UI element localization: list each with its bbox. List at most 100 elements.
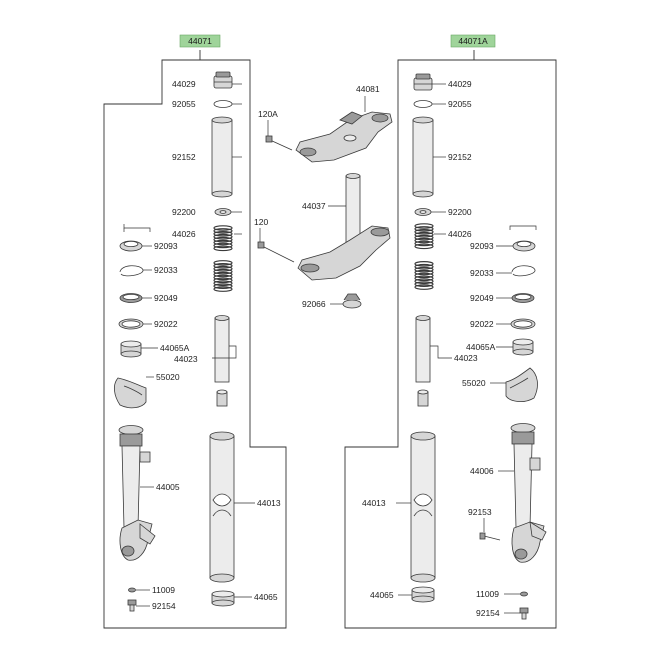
left-leaders bbox=[136, 83, 255, 607]
right-spring-part[interactable] bbox=[414, 223, 434, 290]
spring-coil bbox=[414, 226, 434, 232]
left-label-washer2[interactable]: 92022 bbox=[154, 319, 178, 329]
spring-coil bbox=[213, 236, 233, 243]
spring-coil bbox=[414, 229, 434, 235]
right-inner-tube-part[interactable] bbox=[415, 315, 431, 407]
spring-coil bbox=[213, 239, 233, 246]
right-seal-part[interactable] bbox=[509, 225, 537, 252]
left-washer2-part[interactable] bbox=[118, 318, 144, 330]
right-o-ring-part[interactable] bbox=[413, 100, 433, 108]
left-label-outer-tube[interactable]: 44005 bbox=[156, 482, 180, 492]
spring-coil bbox=[414, 243, 434, 250]
right-label-guard[interactable]: 55020 bbox=[462, 378, 486, 388]
right-label-circlip[interactable]: 92033 bbox=[470, 268, 494, 278]
left-label-gasket[interactable]: 11009 bbox=[152, 585, 175, 595]
right-side-bolt-part[interactable] bbox=[479, 532, 501, 541]
left-label-spring[interactable]: 44026 bbox=[172, 229, 196, 239]
left-labels: 44029 92055 92152 92200 44026 92093 9203… bbox=[152, 79, 281, 611]
right-label-cylinder[interactable]: 44013 bbox=[362, 498, 386, 508]
right-leaders bbox=[396, 83, 520, 614]
label-stem-seal[interactable]: 92066 bbox=[302, 299, 326, 309]
right-washer-part[interactable] bbox=[414, 208, 432, 216]
spring-coil bbox=[414, 223, 434, 229]
left-circlip-part[interactable] bbox=[119, 265, 144, 277]
left-assembly-tag[interactable]: 44071 bbox=[179, 34, 221, 48]
label-lower-bolt[interactable]: 120 bbox=[254, 217, 268, 227]
right-label-bolt[interactable]: 92154 bbox=[476, 608, 500, 618]
label-upper-bolt[interactable]: 120A bbox=[258, 109, 278, 119]
left-label-cap[interactable]: 44029 bbox=[172, 79, 196, 89]
right-outer-tube-part[interactable] bbox=[510, 423, 547, 563]
left-label-seal[interactable]: 92093 bbox=[154, 241, 178, 251]
right-label-dust-seal[interactable]: 92049 bbox=[470, 293, 494, 303]
left-dust-seal-part[interactable] bbox=[119, 293, 143, 303]
right-cylinder-part[interactable] bbox=[410, 431, 436, 583]
right-label-bushing[interactable]: 44065A bbox=[466, 342, 496, 352]
left-fork-parts bbox=[114, 71, 235, 612]
left-o-ring-part[interactable] bbox=[213, 100, 233, 108]
right-guard-part[interactable] bbox=[505, 367, 538, 402]
spring-coil bbox=[414, 234, 434, 241]
left-outer-tube-part[interactable] bbox=[118, 425, 156, 561]
right-label-spring[interactable]: 44026 bbox=[448, 229, 472, 239]
right-label-washer2[interactable]: 92022 bbox=[470, 319, 494, 329]
right-bushing-part[interactable] bbox=[512, 338, 534, 356]
right-label-gasket[interactable]: 11009 bbox=[476, 589, 499, 599]
left-label-cylinder[interactable]: 44013 bbox=[257, 498, 281, 508]
right-circlip-part[interactable] bbox=[511, 265, 536, 277]
left-washer-part[interactable] bbox=[214, 208, 232, 216]
right-label-pipe[interactable]: 92152 bbox=[448, 152, 472, 162]
left-label-bushing[interactable]: 44065A bbox=[160, 343, 190, 353]
right-dust-seal-part[interactable] bbox=[511, 293, 535, 303]
left-label-guard[interactable]: 55020 bbox=[156, 372, 180, 382]
spring-coil bbox=[414, 263, 434, 270]
left-inner-tube-part[interactable] bbox=[214, 315, 230, 407]
right-label-outer-tube[interactable]: 44006 bbox=[470, 466, 494, 476]
spring-coil bbox=[414, 237, 434, 244]
left-gasket-part[interactable] bbox=[128, 587, 136, 593]
left-label-circlip[interactable]: 92033 bbox=[154, 265, 178, 275]
left-spring-part[interactable] bbox=[213, 225, 233, 292]
upper-bolt-part[interactable] bbox=[265, 135, 293, 151]
right-label-inner-tube[interactable]: 44023 bbox=[454, 353, 478, 363]
left-bushing2-part[interactable] bbox=[211, 590, 235, 607]
spring-coil bbox=[414, 231, 434, 238]
left-bushing-part[interactable] bbox=[120, 340, 142, 358]
left-label-o-ring[interactable]: 92055 bbox=[172, 99, 196, 109]
left-guard-part[interactable] bbox=[114, 377, 147, 409]
right-label-washer[interactable]: 92200 bbox=[448, 207, 472, 217]
left-pipe-part[interactable] bbox=[211, 116, 233, 198]
right-washer2-part[interactable] bbox=[510, 318, 536, 330]
stem-part[interactable] bbox=[297, 173, 391, 281]
spring-coil bbox=[213, 280, 233, 287]
spring-coil bbox=[414, 278, 434, 285]
right-bolt-part[interactable] bbox=[519, 607, 529, 620]
left-label-bushing2[interactable]: 44065 bbox=[254, 592, 278, 602]
left-cap-part[interactable] bbox=[213, 71, 233, 89]
left-label-washer[interactable]: 92200 bbox=[172, 207, 196, 217]
spring-coil bbox=[213, 263, 233, 269]
right-pipe-part[interactable] bbox=[412, 116, 434, 198]
left-label-inner-tube[interactable]: 44023 bbox=[174, 354, 198, 364]
stem-seal-part[interactable] bbox=[342, 293, 362, 309]
left-cylinder-part[interactable] bbox=[209, 431, 235, 583]
right-label-o-ring[interactable]: 92055 bbox=[448, 99, 472, 109]
label-stem[interactable]: 44037 bbox=[302, 201, 326, 211]
right-label-cap[interactable]: 44029 bbox=[448, 79, 472, 89]
right-label-side-bolt[interactable]: 92153 bbox=[468, 507, 492, 517]
upper-bracket-part[interactable] bbox=[295, 111, 393, 163]
right-bushing2-part[interactable] bbox=[411, 586, 435, 603]
left-bolt-part[interactable] bbox=[127, 599, 137, 612]
lower-bolt-part[interactable] bbox=[257, 241, 295, 263]
left-label-dust-seal[interactable]: 92049 bbox=[154, 293, 178, 303]
right-label-seal[interactable]: 92093 bbox=[470, 241, 494, 251]
right-cap-part[interactable] bbox=[413, 73, 433, 91]
right-label-bushing2[interactable]: 44065 bbox=[370, 590, 394, 600]
left-seal-part[interactable] bbox=[119, 224, 151, 252]
right-assembly-tag[interactable]: 44071A bbox=[450, 34, 496, 48]
label-upper-bracket[interactable]: 44081 bbox=[356, 84, 380, 94]
left-label-bolt[interactable]: 92154 bbox=[152, 601, 176, 611]
left-label-pipe[interactable]: 92152 bbox=[172, 152, 196, 162]
right-gasket-part[interactable] bbox=[520, 591, 528, 597]
